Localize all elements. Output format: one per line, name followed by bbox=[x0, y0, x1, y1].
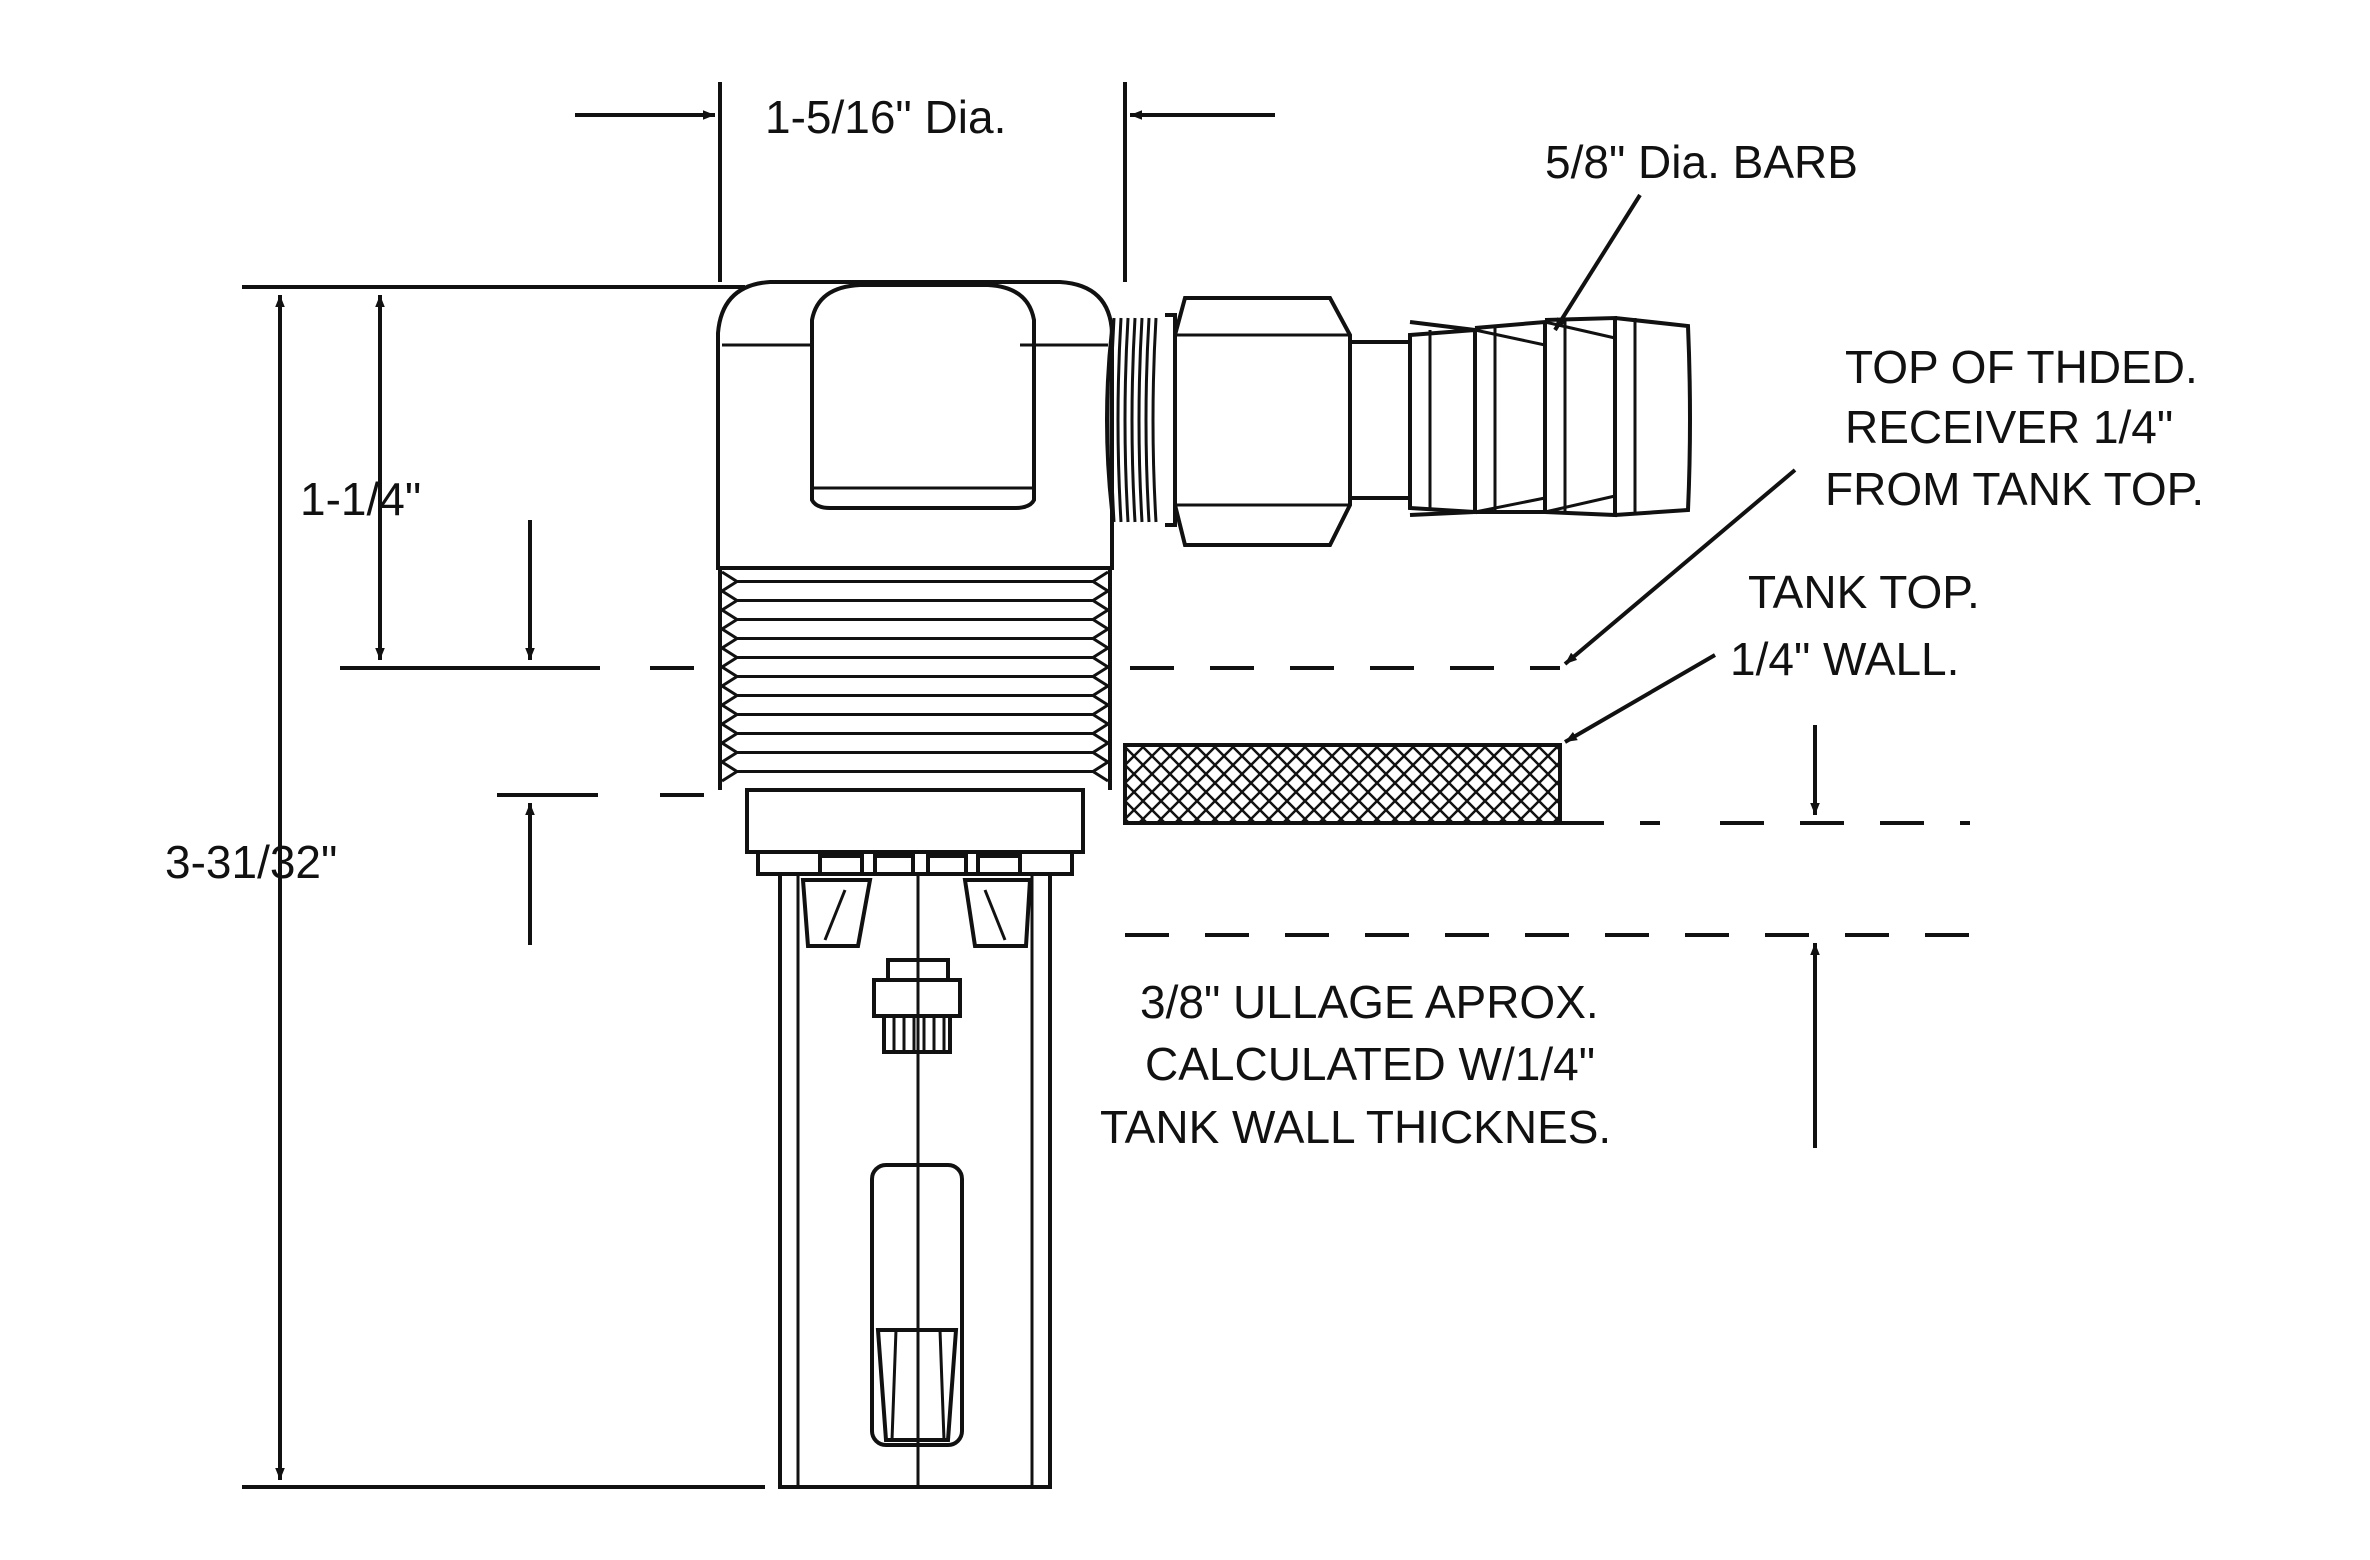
receiver-label-line1: TOP OF THDED. bbox=[1845, 341, 2198, 393]
overall-height-label: 3-31/32" bbox=[165, 836, 337, 888]
receiver-label-line2: RECEIVER 1/4" bbox=[1845, 401, 2173, 453]
tank-top-label-line2: 1/4" WALL. bbox=[1730, 633, 1959, 685]
float-spring bbox=[872, 958, 962, 1054]
float-ball bbox=[870, 1163, 964, 1447]
float-cage bbox=[778, 854, 1052, 1489]
ullage-label-line2: CALCULATED W/1/4" bbox=[1145, 1038, 1595, 1090]
tank-wall bbox=[1123, 743, 1562, 825]
ullage-label-line3: TANK WALL THICKNES. bbox=[1100, 1101, 1611, 1153]
tank-top-label-line1: TANK TOP. bbox=[1748, 566, 1980, 618]
head-height-label: 1-1/4" bbox=[300, 473, 421, 525]
ullage-label-line1: 3/8" ULLAGE APROX. bbox=[1140, 976, 1599, 1028]
barb-diameter-label: 5/8" Dia. BARB bbox=[1545, 136, 1858, 188]
dimension-lines bbox=[242, 82, 1970, 1489]
receiver-label-line3: FROM TANK TOP. bbox=[1825, 463, 2204, 515]
body-diameter-label: 1-5/16" Dia. bbox=[765, 91, 1006, 143]
hose-barb bbox=[1105, 296, 1692, 547]
threaded-body bbox=[718, 566, 1112, 876]
valve-head bbox=[716, 280, 1114, 570]
